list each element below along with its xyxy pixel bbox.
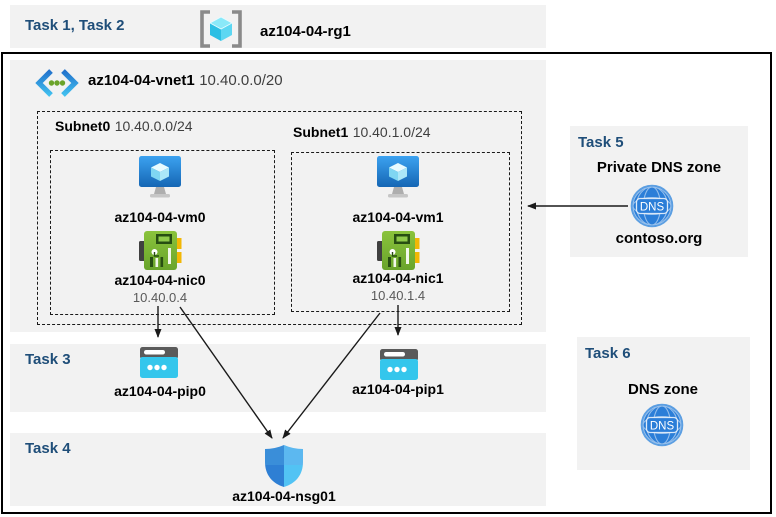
- dns-zone-heading: DNS zone: [627, 381, 698, 398]
- subnet1-cidr: 10.40.1.0/24: [352, 124, 431, 140]
- task5-title: Task 5: [578, 134, 624, 151]
- vm0-label: az104-04-vm0: [114, 209, 206, 225]
- task4-title: Task 4: [25, 440, 71, 457]
- public-ip-icon: [380, 349, 418, 380]
- dns-globe-icon: DNS: [640, 403, 684, 447]
- task-1-2-title: Task 1, Task 2: [25, 17, 125, 34]
- virtual-machine-icon: [139, 156, 181, 198]
- task3-title: Task 3: [25, 351, 71, 368]
- network-interface-icon: [139, 231, 182, 270]
- nsg-label: az104-04-nsg01: [232, 488, 336, 504]
- task6-title: Task 6: [585, 345, 631, 362]
- subnet0-name: Subnet0: [55, 118, 111, 134]
- svg-text:DNS: DNS: [640, 202, 665, 214]
- dns-globe-icon: DNS: [630, 184, 674, 228]
- vnet-band: [10, 60, 546, 332]
- subnet1-name: Subnet1: [293, 124, 349, 140]
- task5-panel: Task 5 Private DNS zone DNS contoso.org: [570, 126, 748, 257]
- subnet1-label: Subnet1 10.40.1.0/24: [293, 124, 431, 142]
- pip1-label: az104-04-pip1: [352, 381, 444, 397]
- svg-text:DNS: DNS: [650, 421, 675, 433]
- resource-group-icon: [200, 10, 242, 48]
- subnet0-label: Subnet0 10.40.0.0/24: [55, 118, 193, 136]
- nic1-ip-label: 10.40.1.4: [370, 288, 426, 303]
- diagram-outer-border: [1, 52, 772, 514]
- subnet0-cidr: 10.40.0.0/24: [114, 118, 193, 134]
- nic1-label: az104-04-nic1: [352, 270, 444, 286]
- virtual-machine-icon: [377, 156, 419, 198]
- contoso-zone-label: contoso.org: [615, 230, 703, 247]
- vnet-title: az104-04-vnet1 10.40.0.0/20: [88, 72, 283, 90]
- private-dns-zone-heading: Private DNS zone: [596, 159, 722, 176]
- task4-band: Task 4: [10, 433, 546, 506]
- nsg-shield-icon: [265, 445, 303, 487]
- vnet-cidr: 10.40.0.0/20: [199, 72, 283, 89]
- network-interface-icon: [377, 231, 420, 270]
- resource-group-name: az104-04-rg1: [260, 23, 351, 40]
- vnet-name: az104-04-vnet1: [88, 72, 195, 89]
- virtual-network-icon: [35, 69, 79, 97]
- public-ip-icon: [140, 347, 178, 378]
- vnet-dashed-boundary: [37, 111, 522, 325]
- subnet0-dashed-box: [50, 150, 275, 315]
- subnet1-dashed-box: [291, 152, 510, 312]
- resource-group-band: Task 1, Task 2 az104-04-rg1: [10, 5, 546, 48]
- nic0-label: az104-04-nic0: [114, 272, 206, 288]
- pip0-label: az104-04-pip0: [114, 383, 206, 399]
- task3-band: Task 3: [10, 344, 546, 412]
- task6-panel: Task 6 DNS zone DNS: [577, 337, 750, 470]
- vm1-label: az104-04-vm1: [352, 209, 444, 225]
- nic0-ip-label: 10.40.0.4: [132, 290, 188, 305]
